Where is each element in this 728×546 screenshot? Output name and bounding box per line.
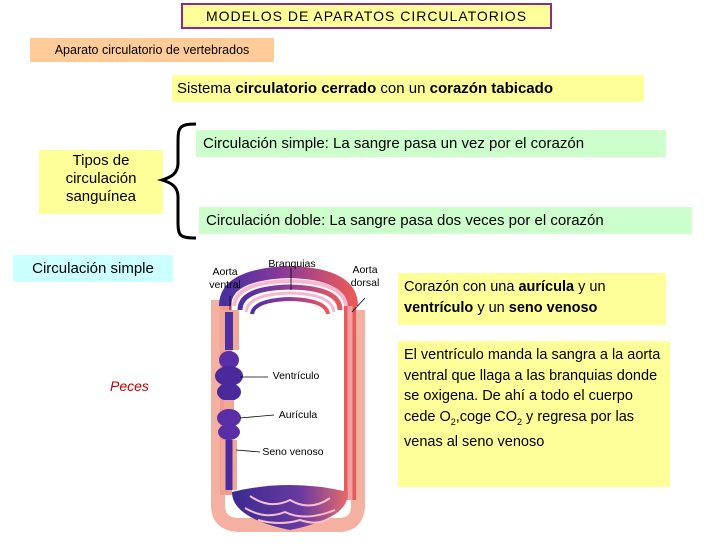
label-auricula: Aurícula (278, 409, 318, 421)
label-aorta-dorsal: Aorta dorsal (342, 264, 388, 290)
explica-sub-1: 2 (450, 416, 456, 427)
label-aorta-dorsal-2: dorsal (350, 277, 380, 289)
pointer-seno-venoso (235, 449, 261, 453)
circulacion-doble-definition: Circulación doble: La sangre pasa dos ve… (199, 207, 692, 234)
pointer-auricula (239, 414, 275, 419)
tipos-line-3: sanguínea (65, 188, 137, 205)
curly-brace (156, 122, 197, 240)
corazon-bold-2: ventrículo (404, 300, 474, 316)
label-branquias: Branquias (268, 258, 316, 270)
explica-part-3: y regresa por las venas al seno venoso (404, 408, 635, 450)
sistema-statement: Sistema circulatorio cerrado con un cora… (172, 75, 644, 102)
sistema-bold-1: circulatorio cerrado (235, 80, 377, 97)
heart-structure (215, 310, 243, 490)
label-seno-venoso: Seno venoso (262, 446, 324, 458)
pointer-aorta-dorsal (351, 297, 366, 313)
explica-part-2: ,coge CO (455, 408, 518, 425)
sistema-middle: con un (376, 80, 430, 97)
label-aorta-ventral-2: ventral (209, 279, 241, 291)
tipos-circulacion-box: Tipos de circulación sanguínea (39, 150, 163, 214)
corazon-description: Corazón con una aurícula y un ventrículo… (398, 273, 666, 325)
corazon-text-2: y un (574, 279, 606, 295)
explica-part-1: El ventrículo manda la sangra a la aorta… (404, 347, 661, 425)
corazon-bold-1: aurícula (518, 279, 575, 295)
circulacion-simple-definition: Circulación simple: La sangre pasa un ve… (196, 130, 666, 157)
capillary-network (232, 485, 349, 530)
tipos-line-2: circulación (65, 170, 137, 187)
gill-arches (219, 265, 358, 315)
label-aorta-ventral: Aorta ventral (200, 266, 250, 292)
sistema-prefix: Sistema (177, 80, 236, 97)
peces-label: Peces (110, 378, 149, 394)
tipos-line-1: Tipos de (72, 152, 130, 169)
corazon-text-3: y un (473, 300, 509, 316)
corazon-text-1: Corazón con una (404, 279, 519, 295)
explica-sub-2: 2 (517, 416, 523, 427)
label-aorta-dorsal-1: Aorta (352, 264, 378, 276)
page-title: MODELOS DE APARATOS CIRCULATORIOS (181, 3, 552, 29)
label-aorta-ventral-1: Aorta (212, 266, 238, 278)
corazon-bold-3: seno venoso (508, 300, 598, 316)
ventriculo-explanation: El ventrículo manda la sangra a la aorta… (398, 341, 670, 487)
label-ventriculo: Ventrículo (272, 370, 320, 382)
sistema-bold-2: corazón tabicado (429, 80, 553, 97)
subtitle: Aparato circulatorio de vertebrados (30, 38, 274, 62)
circulacion-simple-label: Circulación simple (13, 255, 173, 282)
